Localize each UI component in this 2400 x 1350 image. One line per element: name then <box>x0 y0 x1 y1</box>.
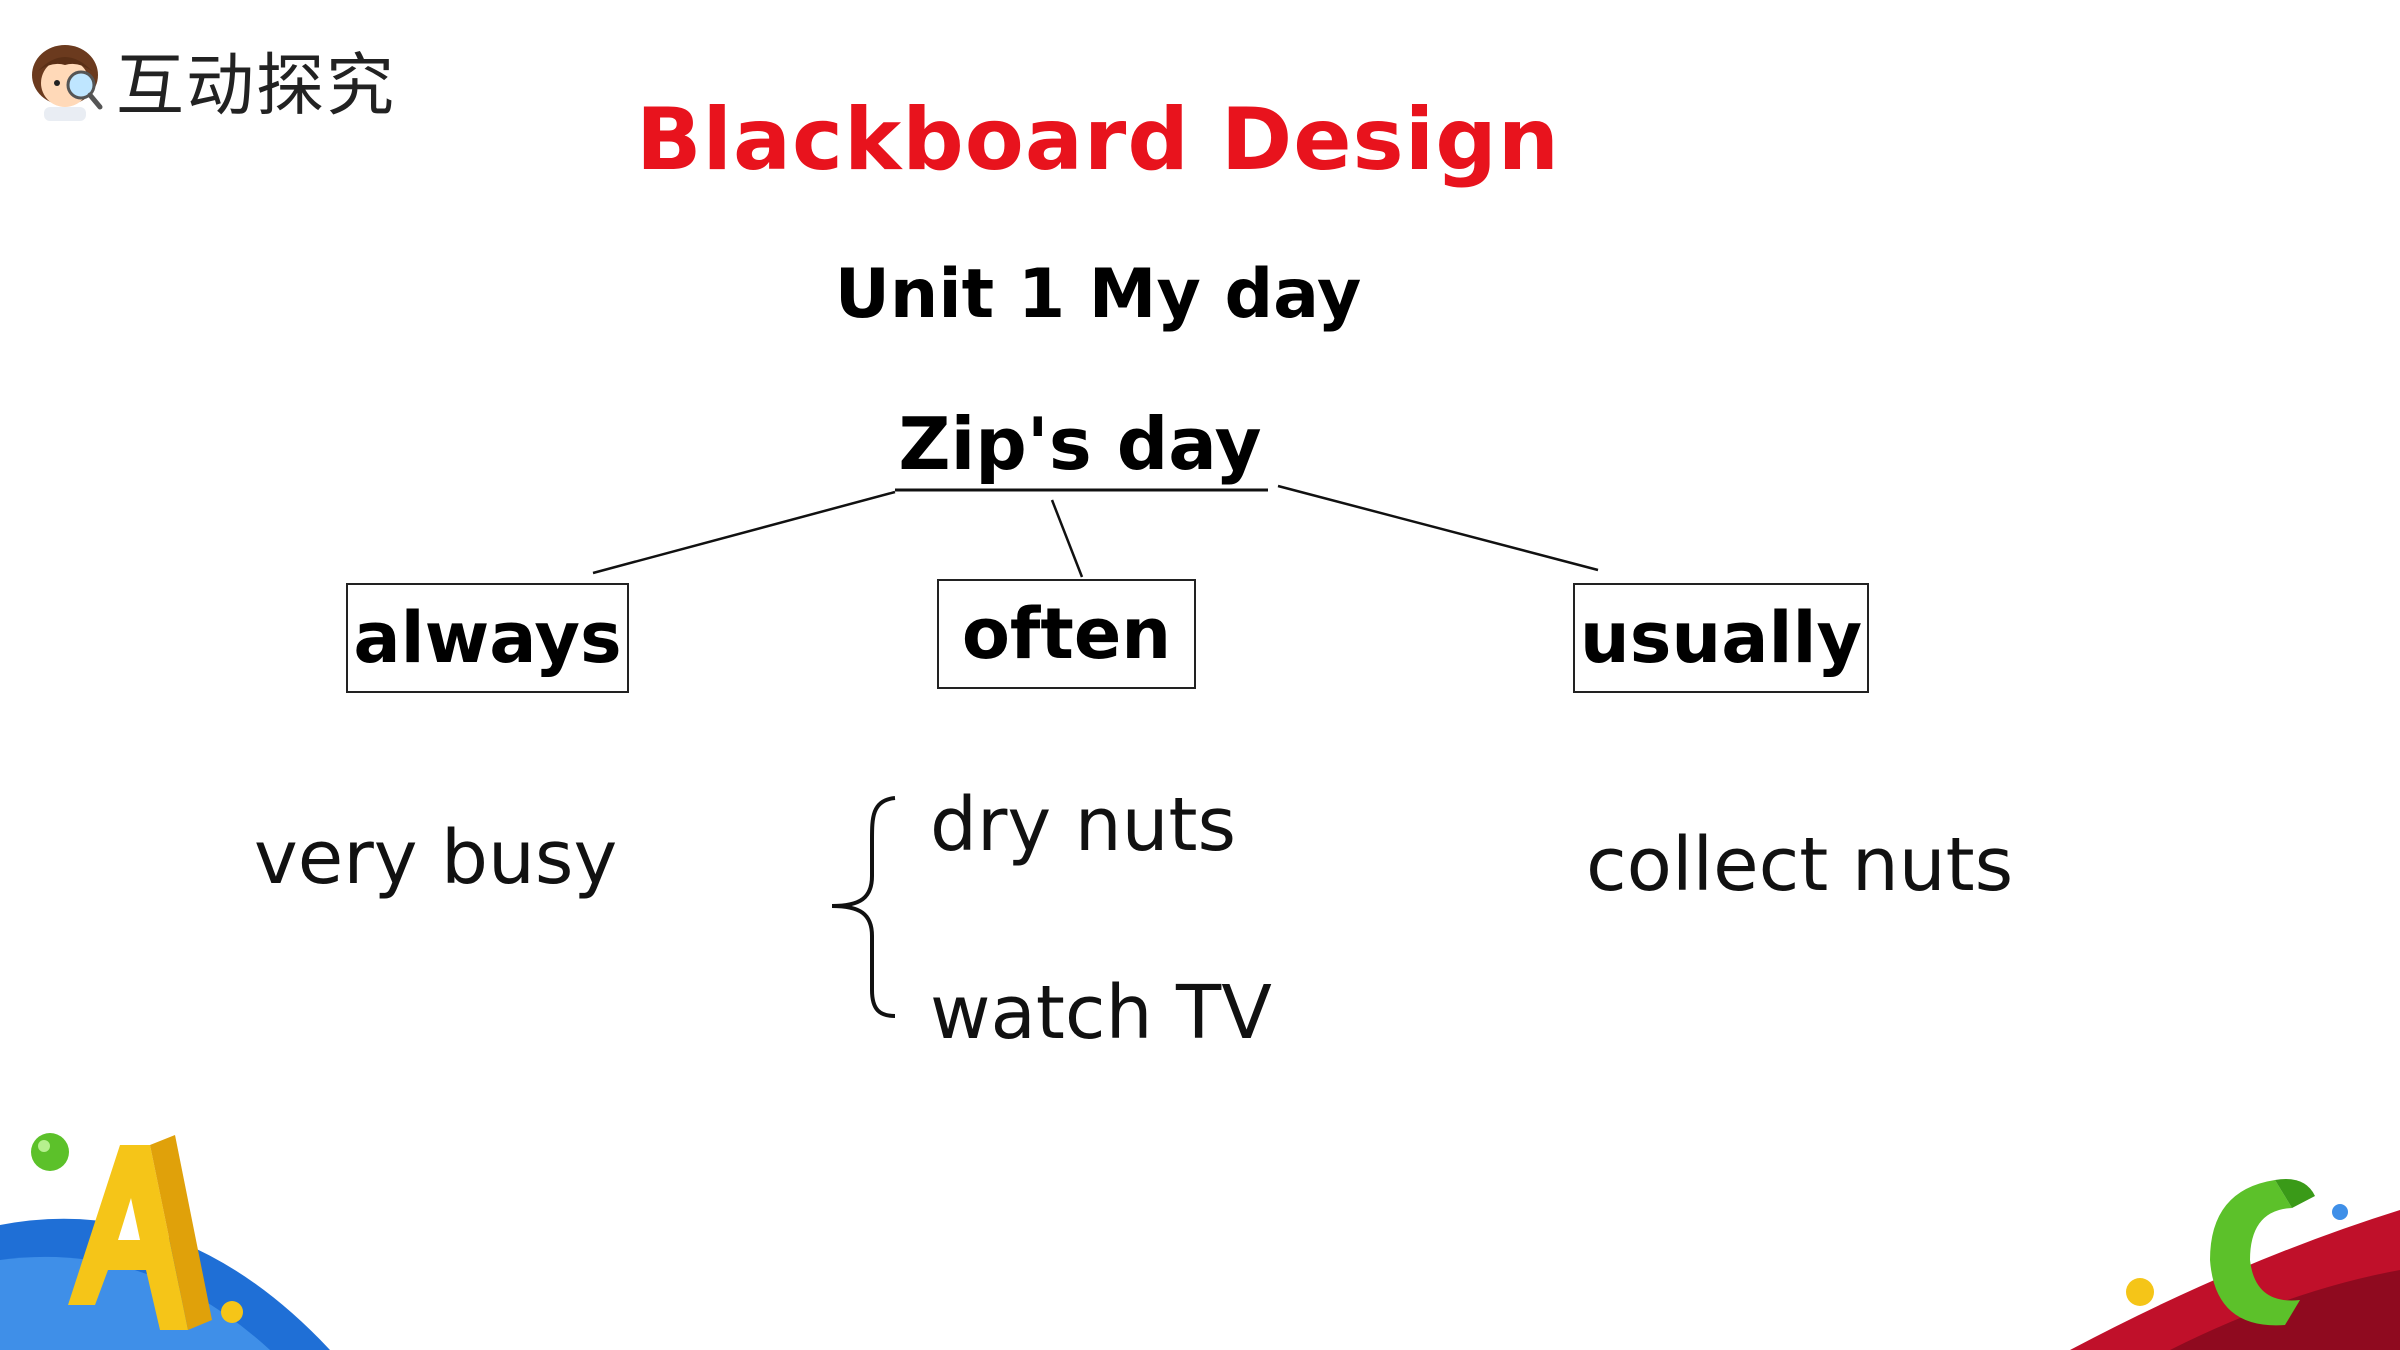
section-label: 互动探究 <box>116 47 397 126</box>
branch-line-usually <box>1277 484 1599 572</box>
word-often: often <box>961 593 1172 675</box>
branch-line-always <box>592 490 896 575</box>
slide-title: Blackboard Design <box>636 90 1560 190</box>
curly-brace <box>831 796 896 1018</box>
word-box-often: often <box>937 579 1196 689</box>
detail-often-2: watch TV <box>930 970 1272 1056</box>
branch-line-often <box>1050 499 1084 578</box>
unit-title: Unit 1 My day <box>834 255 1362 334</box>
detail-usually: collect nuts <box>1586 822 2014 908</box>
topic-label: Zip's day <box>898 402 1262 486</box>
detail-often-1: dry nuts <box>930 782 1237 868</box>
word-box-always: always <box>346 583 629 693</box>
word-always: always <box>353 597 622 679</box>
word-box-usually: usually <box>1573 583 1869 693</box>
girl-with-magnifier-icon <box>32 44 103 121</box>
letter-a-3d-icon <box>0 1133 330 1350</box>
section-tag: 互动探究 <box>20 30 396 129</box>
letter-c-3d-icon <box>2070 1179 2400 1350</box>
detail-always: very busy <box>254 815 618 901</box>
word-usually: usually <box>1579 597 1863 679</box>
